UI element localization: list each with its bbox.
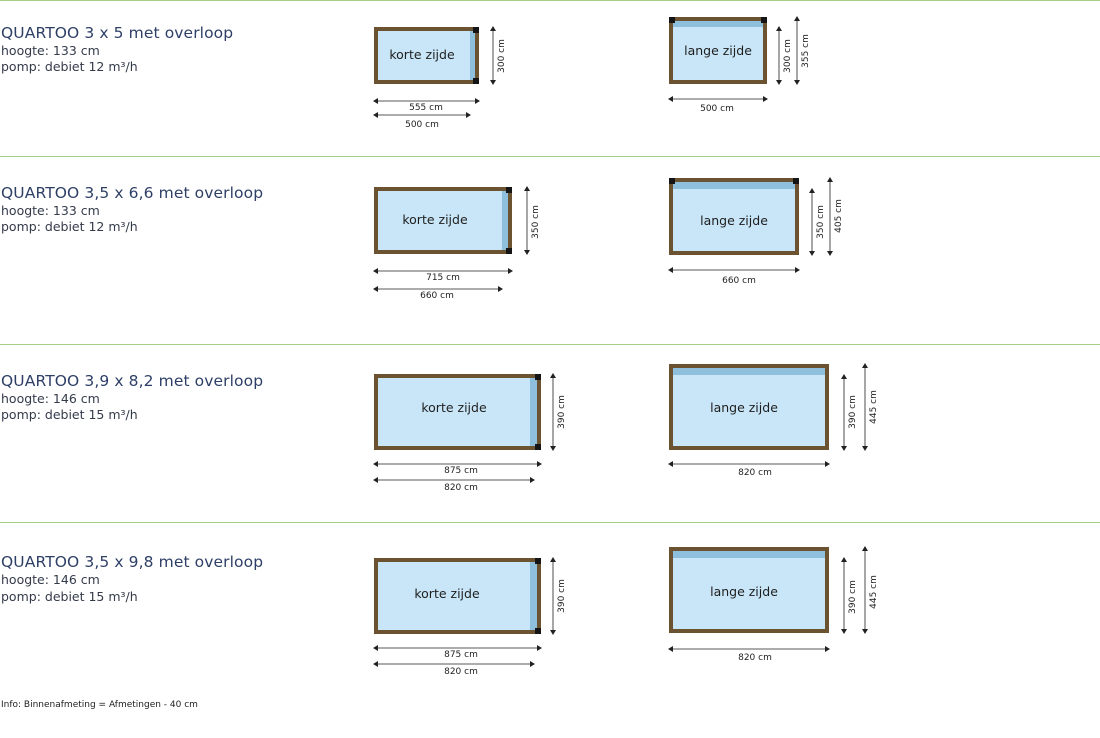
short-side-diagram: korte zijde 390 cm 875 cm 820 cm	[373, 557, 567, 677]
dim-label-inner: 390 cm	[848, 580, 858, 614]
frame-post	[473, 78, 479, 84]
overflow-strip	[673, 21, 763, 27]
frame-post	[535, 444, 541, 450]
frame-post	[535, 558, 541, 564]
model-title: QUARTOO 3,5 x 6,6 met overloop	[1, 184, 264, 202]
dim-label-bottom: 500 cm	[700, 104, 734, 114]
frame-post	[669, 178, 675, 184]
model-pump: pomp: debiet 15 m³/h	[1, 589, 138, 604]
pool-label: lange zijde	[684, 43, 752, 58]
dim-label-inner: 820 cm	[444, 483, 478, 493]
dim-label-bottom: 820 cm	[738, 653, 772, 663]
divider-1	[0, 156, 1100, 157]
divider-2	[0, 344, 1100, 345]
pool-water	[673, 21, 763, 80]
model-height: hoogte: 146 cm	[1, 572, 100, 587]
dim-label-inner: 390 cm	[848, 395, 858, 429]
model-height: hoogte: 133 cm	[1, 43, 100, 58]
pool-water	[378, 562, 537, 630]
pool-water	[378, 191, 508, 250]
dim-label-outer: 445 cm	[869, 390, 879, 424]
model-title: QUARTOO 3,9 x 8,2 met overloop	[1, 372, 264, 390]
short-side-diagram: korte zijde 300 cm 555 cm 500 cm	[373, 26, 507, 130]
pool-label: korte zijde	[421, 400, 487, 415]
overflow-strip	[673, 368, 825, 375]
pool-label: lange zijde	[710, 584, 778, 599]
short-side-diagram: korte zijde 390 cm 875 cm 820 cm	[373, 373, 567, 493]
frame-post	[535, 628, 541, 634]
dim-label-outer: 875 cm	[444, 466, 478, 476]
info-note: Info: Binnenafmeting = Afmetingen - 40 c…	[1, 700, 198, 710]
dim-label-inner: 500 cm	[405, 120, 439, 130]
pool-water	[378, 31, 475, 80]
model-pump: pomp: debiet 12 m³/h	[1, 219, 138, 234]
overflow-strip	[673, 551, 825, 558]
short-side-diagram: korte zijde 350 cm 715 cm 660 cm	[373, 186, 541, 301]
divider-top	[0, 0, 1100, 1]
dim-label-outer: 715 cm	[426, 273, 460, 283]
pool-water	[378, 378, 537, 446]
long-side-diagram: lange zijde 390 cm 445 cm 820 cm	[668, 546, 879, 663]
dim-label-side: 300 cm	[497, 39, 507, 73]
dim-label-side: 350 cm	[531, 205, 541, 239]
pool-label: lange zijde	[700, 213, 768, 228]
overflow-strip	[470, 31, 475, 80]
long-side-diagram: lange zijde 390 cm 445 cm 820 cm	[668, 363, 879, 478]
pool-water	[673, 551, 825, 629]
dim-label-outer: 555 cm	[409, 103, 443, 113]
pool-water	[673, 368, 825, 446]
pool-label: lange zijde	[710, 400, 778, 415]
dim-label-outer: 445 cm	[869, 575, 879, 609]
frame-post	[506, 187, 512, 193]
frame-post	[761, 17, 767, 23]
dim-label-bottom: 660 cm	[722, 276, 756, 286]
pool-label: korte zijde	[389, 47, 455, 62]
dim-label-inner: 300 cm	[783, 39, 793, 73]
model-title: QUARTOO 3 x 5 met overloop	[1, 24, 234, 42]
frame-post	[793, 178, 799, 184]
long-side-diagram: lange zijde 350 cm 405 cm 660 cm	[668, 177, 844, 286]
overflow-strip	[673, 182, 795, 189]
frame-post	[473, 27, 479, 33]
overflow-strip	[530, 378, 537, 446]
frame-post	[535, 374, 541, 380]
dim-label-side: 390 cm	[557, 395, 567, 429]
dim-label-outer: 405 cm	[834, 199, 844, 233]
pool-label: korte zijde	[402, 212, 468, 227]
long-side-diagram: lange zijde 300 cm 355 cm 500 cm	[668, 16, 811, 114]
overflow-strip	[502, 191, 508, 250]
model-pump: pomp: debiet 15 m³/h	[1, 407, 138, 422]
divider-3	[0, 522, 1100, 523]
dim-label-inner: 660 cm	[420, 291, 454, 301]
frame-post	[669, 17, 675, 23]
model-height: hoogte: 146 cm	[1, 391, 100, 406]
dim-label-side: 390 cm	[557, 579, 567, 613]
frame-post	[506, 248, 512, 254]
dim-label-outer: 355 cm	[801, 34, 811, 68]
pool-water	[673, 182, 795, 251]
model-title: QUARTOO 3,5 x 9,8 met overloop	[1, 553, 264, 571]
overflow-strip	[530, 562, 537, 630]
dim-label-inner: 350 cm	[816, 205, 826, 239]
pool-label: korte zijde	[414, 586, 480, 601]
dim-label-bottom: 820 cm	[738, 468, 772, 478]
dim-label-inner: 820 cm	[444, 667, 478, 677]
model-height: hoogte: 133 cm	[1, 203, 100, 218]
model-pump: pomp: debiet 12 m³/h	[1, 59, 138, 74]
dim-label-outer: 875 cm	[444, 650, 478, 660]
